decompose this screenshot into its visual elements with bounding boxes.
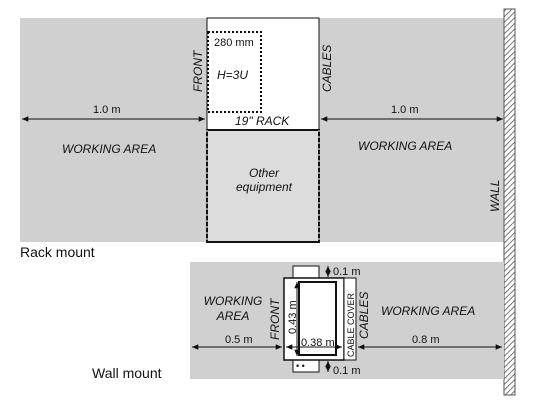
front-label-rack: FRONT [191,49,205,92]
wall-label: WALL [488,180,502,212]
dimension-left-label: 1.0 m [93,104,121,116]
right-dimension-label: 0.8 m [412,334,440,346]
top-clearance-label: 0.1 m [333,266,361,278]
device-outline [207,31,262,113]
front-label-wall: FRONT [268,297,282,340]
other-equipment-box [206,129,320,243]
wall-mount-diagram: • • CABLE COVER FRONT CABLES 0.43 m 0.1 … [92,262,504,381]
wall-working-area-left-label-line1: WORKING [204,294,263,308]
cables-label-wall: CABLES [357,292,371,339]
mount-screw-icon: • • [296,361,305,371]
device-depth-label: 280 mm [214,37,254,49]
height-dimension-label: 0.43 m [287,300,299,334]
bottom-clearance-label: 0.1 m [333,365,361,377]
wall-hatch [503,8,516,396]
working-area-left-zone [20,18,207,242]
device-height-label: H=3U [217,68,248,82]
working-area-right-label: WORKING AREA [358,139,452,153]
width-dimension-label: 0.38 m [301,337,335,349]
rack-mount-diagram: 280 mm H=3U Other equipment 19" RACK FRO… [20,17,504,260]
wall-mount-title: Wall mount [92,365,162,381]
other-equipment-label-line1: Other [249,166,280,180]
cables-label-rack: CABLES [320,45,334,92]
dimension-right-label: 1.0 m [391,104,419,116]
wall: WALL [488,8,516,396]
cable-cover-strip [343,277,357,361]
top-clearance-strip [292,265,320,279]
other-equipment-label-line2: equipment [236,180,293,194]
working-area-left-label: WORKING AREA [62,142,156,156]
left-dimension-label: 0.5 m [225,334,253,346]
wall-working-area-left-label-line2: AREA [216,309,250,323]
cable-cover-label: CABLE COVER [346,292,356,357]
rack-mount-title: Rack mount [20,244,95,260]
wall-working-area-right-label: WORKING AREA [381,304,475,318]
rack-label: 19" RACK [235,114,290,128]
working-area-right-zone [319,18,504,242]
